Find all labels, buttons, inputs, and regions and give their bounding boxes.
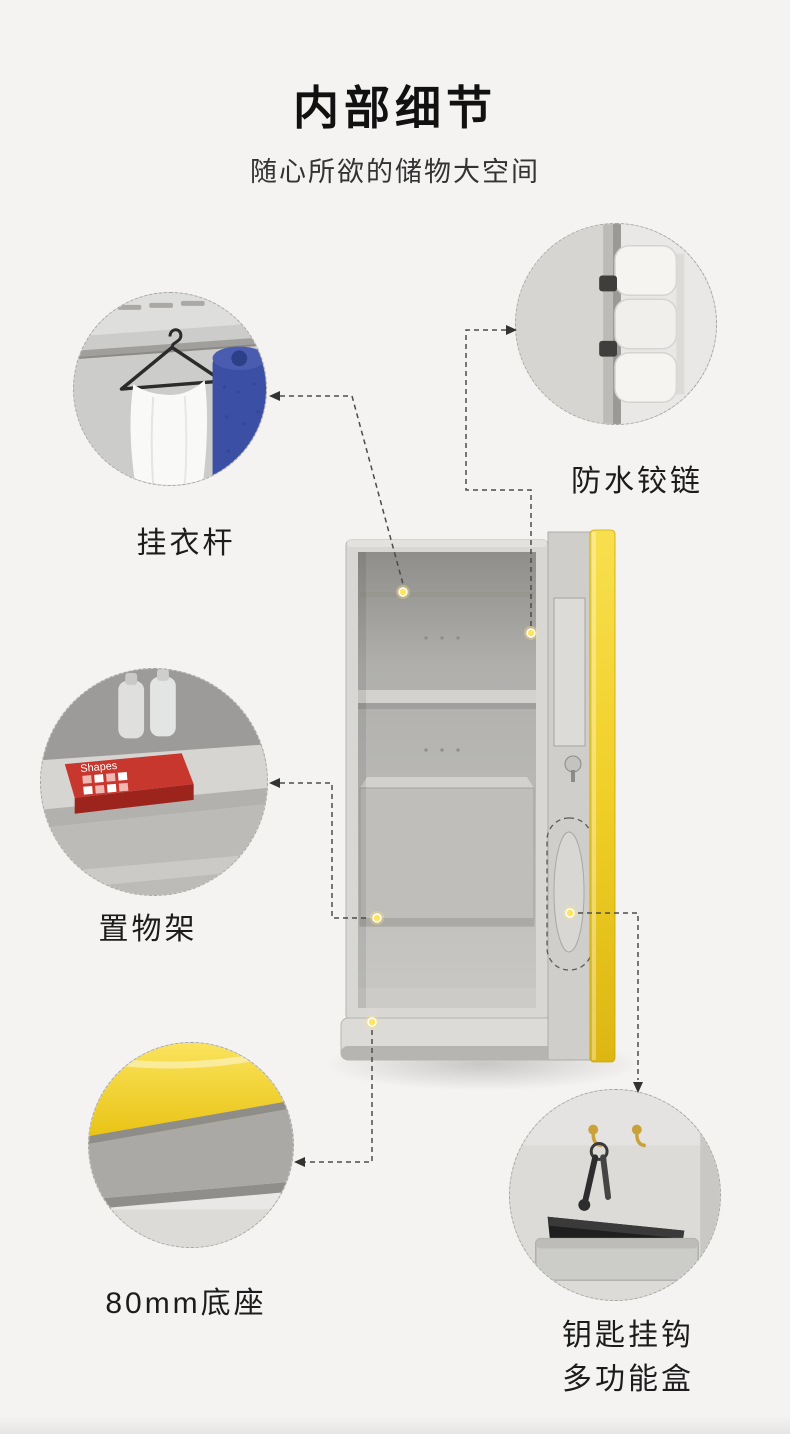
hinge-knuckles-graphic (614, 245, 678, 403)
cabinet-floor (358, 988, 536, 1008)
keys-graphic (578, 1142, 612, 1211)
bottles-graphic (118, 669, 176, 739)
base-plinth-graphic (340, 1017, 554, 1061)
label-base-80mm: 80mm底座 (105, 1287, 267, 1320)
label-storage-shelf: 置物架 (98, 913, 198, 946)
page-subtitle: 随心所欲的储物大空间 (250, 157, 540, 187)
key-hook-icon (588, 1124, 646, 1148)
label-multibox: 多功能盒 (562, 1363, 694, 1396)
base-block-graphic (89, 1100, 293, 1210)
label-key-hook-multibox: 钥匙挂钩 多功能盒 (562, 1314, 694, 1402)
handle-highlight-outline (546, 817, 593, 971)
photo-waterproof-hinge (515, 223, 717, 425)
label-key-hook: 钥匙挂钩 (562, 1319, 694, 1352)
arrow-icon (269, 391, 280, 401)
cabinet-door (546, 529, 616, 1063)
arrow-icon (269, 778, 280, 788)
locker-photo (330, 518, 630, 1078)
door-handle-recess (553, 831, 585, 953)
photo-base-80mm (88, 1042, 294, 1248)
book-graphic: Shapes (64, 753, 194, 814)
hinge-slots (599, 275, 617, 357)
locker-graphic (340, 529, 616, 1063)
base-photo-graphic (89, 1043, 293, 1247)
door-recess-panel (553, 597, 586, 747)
yoga-mat-graphic (212, 346, 266, 485)
shelf-photo-graphic: Shapes (41, 669, 267, 895)
photo-key-hook-multibox (509, 1089, 721, 1301)
door-interior-photo-graphic (510, 1090, 720, 1300)
page-bottom-divider (0, 1416, 790, 1434)
shirt-graphic (130, 380, 208, 485)
arrow-icon (294, 1157, 305, 1167)
back-wall-holes (424, 636, 460, 752)
book-cover-pattern (82, 772, 129, 795)
hanger-icon (119, 328, 225, 391)
door-lock-icon (564, 755, 582, 782)
hanging-rod-graphic (360, 592, 534, 597)
shelf-graphic (358, 690, 536, 703)
photo-hanging-rod (73, 292, 267, 486)
inner-box-graphic (359, 777, 535, 927)
book-title-text: Shapes (80, 760, 118, 775)
hinge-photo-graphic (516, 224, 716, 424)
photo-storage-shelf: Shapes (40, 668, 268, 896)
label-hanging-rod: 挂衣杆 (136, 527, 236, 560)
label-waterproof-hinge: 防水铰链 (571, 465, 703, 498)
cabinet-body (345, 539, 549, 1021)
page-title: 内部细节 (293, 82, 497, 134)
hanging-rod-photo-graphic (74, 293, 266, 485)
